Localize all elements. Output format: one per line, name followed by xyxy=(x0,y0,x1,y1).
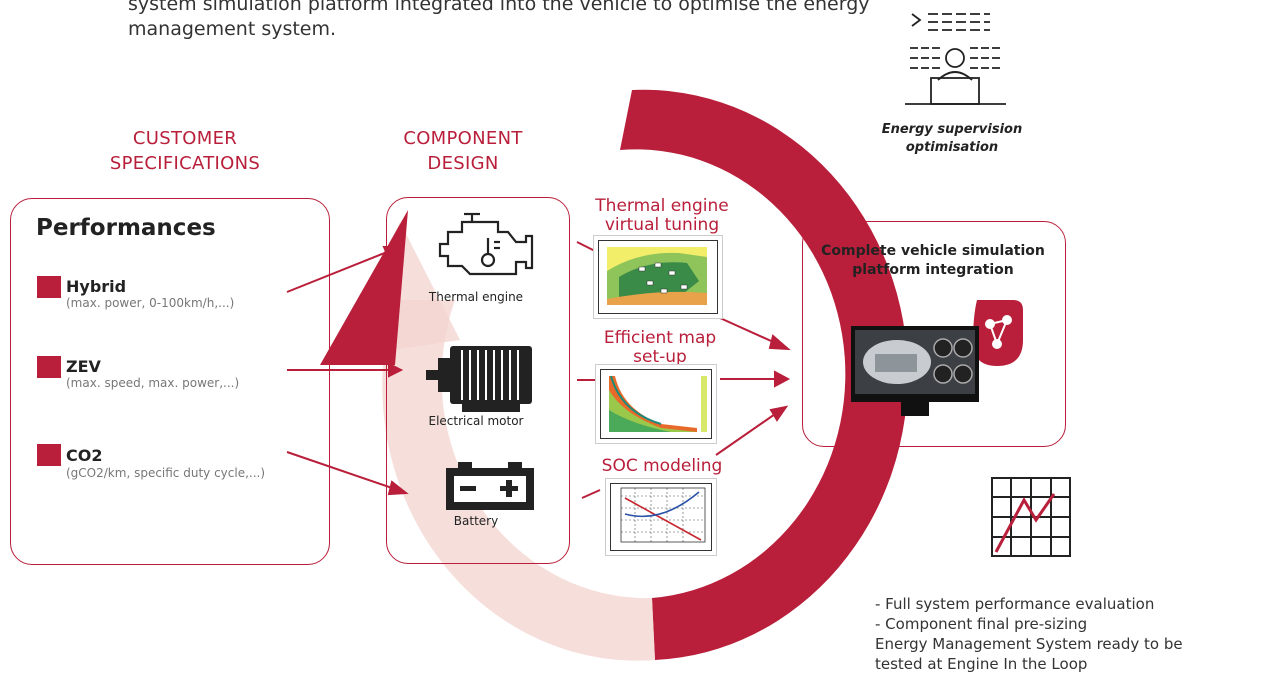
efficiency-map-plot xyxy=(600,369,712,439)
soc-modeling-line-1: SOC modeling xyxy=(601,456,723,476)
note-line-2: - Component final pre-sizing xyxy=(875,615,1088,633)
thermal-engine-label: Thermal engine xyxy=(428,290,524,304)
performances-title: Performances xyxy=(36,215,216,241)
intro-line-2: management system. xyxy=(128,18,337,40)
thermal-tuning-line-2: virtual tuning xyxy=(604,215,720,235)
motor-icon xyxy=(426,346,532,412)
process-cycle-arc xyxy=(620,89,908,660)
supervision-line-2: optimisation xyxy=(905,140,999,155)
efficient-map-line-2: set-up xyxy=(633,347,687,367)
customer-title-line-1: CUSTOMER xyxy=(132,128,238,149)
component-title-line-2: DESIGN xyxy=(427,153,499,174)
component-title-line-1: COMPONENT xyxy=(403,128,523,149)
hybrid-subtitle: (max. power, 0-100km/h,...) xyxy=(66,296,235,310)
intro-line-1: system simulation platform integrated in… xyxy=(128,0,870,15)
battery-icon xyxy=(446,462,534,510)
vehicle-title-line-2: platform integration xyxy=(852,262,1014,278)
customer-title-line-2: SPECIFICATIONS xyxy=(109,153,261,174)
component-design-panel xyxy=(386,197,570,564)
flow-arrows xyxy=(286,241,791,499)
soc-modeling-label: SOC modeling xyxy=(582,457,742,476)
hybrid-title: Hybrid xyxy=(66,277,127,296)
vehicle-integration-panel xyxy=(802,221,1066,447)
zev-subtitle: (max. speed, max. power,...) xyxy=(66,376,240,390)
energy-supervision-label: Energy supervision optimisation xyxy=(852,121,1052,157)
outcome-notes: - Full system performance evaluation - C… xyxy=(875,594,1183,674)
hybrid-marker xyxy=(37,276,61,298)
component-design-title: COMPONENT DESIGN xyxy=(398,126,528,176)
co2-title: CO2 xyxy=(66,446,103,465)
soc-plot xyxy=(610,483,712,551)
note-line-1: - Full system performance evaluation xyxy=(875,595,1155,613)
electrical-motor-label: Electrical motor xyxy=(428,414,524,428)
network-icon xyxy=(973,300,1023,366)
engine-map-plot xyxy=(598,240,718,314)
vehicle-integration-title: Complete vehicle simulation platform int… xyxy=(808,242,1058,280)
monitor-icon xyxy=(851,300,1023,416)
zev-marker xyxy=(37,356,61,378)
vehicle-title-line-1: Complete vehicle simulation xyxy=(821,243,1045,259)
note-line-4: tested at Engine In the Loop xyxy=(875,655,1088,673)
thermal-tuning-line-1: Thermal engine xyxy=(595,196,729,216)
note-line-3: Energy Management System ready to be xyxy=(875,635,1183,653)
supervision-line-1: Energy supervision xyxy=(881,122,1023,137)
intro-text: system simulation platform integrated in… xyxy=(128,0,870,42)
customer-specifications-title: CUSTOMER SPECIFICATIONS xyxy=(100,126,270,176)
chart-growth-icon xyxy=(991,477,1071,557)
person-laptop-icon xyxy=(905,13,1006,105)
battery-label: Battery xyxy=(453,514,499,528)
efficient-map-label: Efficient map set-up xyxy=(585,329,735,367)
efficient-map-line-1: Efficient map xyxy=(603,328,717,348)
co2-marker xyxy=(37,444,61,466)
thermal-tuning-label: Thermal engine virtual tuning xyxy=(582,197,742,235)
engine-icon xyxy=(438,212,534,276)
co2-subtitle: (gCO2/km, specific duty cycle,...) xyxy=(66,466,266,480)
performances-panel xyxy=(10,198,330,565)
zev-title: ZEV xyxy=(66,357,101,376)
